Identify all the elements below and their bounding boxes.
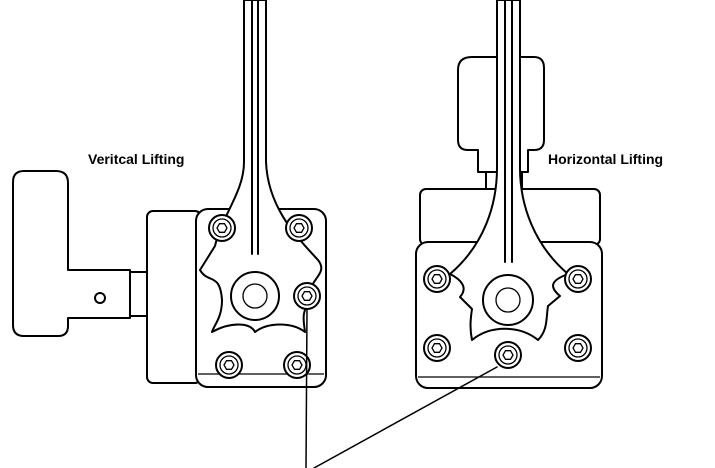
lever-right bbox=[449, 0, 569, 341]
hex-socket-screw-icon bbox=[423, 265, 451, 293]
handle-hole-icon bbox=[94, 292, 106, 304]
hex-socket-screw-icon bbox=[208, 214, 236, 242]
hex-socket-screw-icon bbox=[215, 351, 243, 379]
lever-left bbox=[199, 0, 323, 333]
hex-socket-screw-icon bbox=[564, 265, 592, 293]
horizontal-lifting-label: Horizontal Lifting bbox=[548, 151, 664, 167]
shaft-stub-left bbox=[129, 271, 149, 317]
leader-lines bbox=[305, 308, 498, 468]
horizontal-lifting-assembly bbox=[415, 0, 603, 389]
hex-socket-screw-icon bbox=[423, 334, 451, 362]
t-handle-left bbox=[12, 170, 131, 337]
vertical-lifting-assembly bbox=[12, 0, 327, 388]
vertical-lifting-label: Veritcal Lifting bbox=[88, 151, 185, 167]
set-screw-icon bbox=[494, 341, 522, 369]
hex-socket-screw-icon bbox=[564, 334, 592, 362]
hex-socket-screw-icon bbox=[285, 214, 313, 242]
pivot-bore-icon bbox=[482, 274, 534, 326]
back-plate-left bbox=[146, 210, 202, 384]
pivot-bore-icon bbox=[230, 271, 280, 321]
set-screw-icon bbox=[293, 282, 321, 310]
